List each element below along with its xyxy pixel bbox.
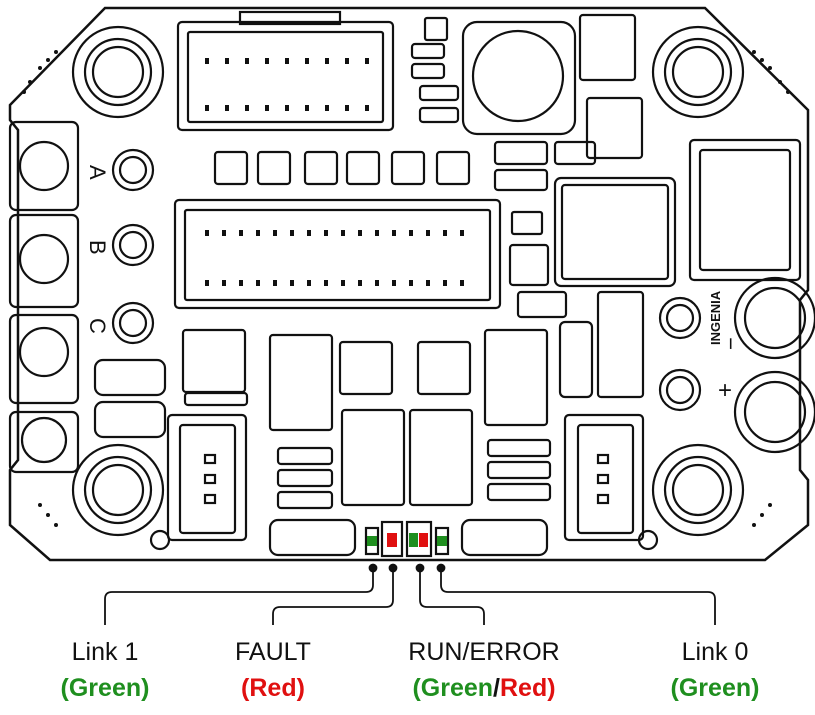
led-label-run-error: RUN/ERROR — [408, 638, 560, 666]
minus-symbol: − — [718, 337, 743, 350]
plus-symbol: + — [718, 377, 732, 404]
color-name: Green — [420, 674, 494, 702]
paren-close: ) — [547, 674, 556, 702]
brand-text: INGENIA — [708, 290, 723, 345]
motor-pads — [8, 120, 80, 474]
paren-open: ( — [412, 674, 421, 702]
power-holes — [658, 276, 815, 454]
led-color-run-error: (Green/Red) — [374, 674, 594, 703]
components-right — [508, 138, 802, 399]
paren-close: ) — [751, 674, 760, 702]
paren-open: ( — [241, 674, 250, 702]
led-label-link-0: Link 0 — [681, 638, 749, 666]
color-name-2: Red — [499, 674, 548, 702]
led-link-0 — [434, 526, 450, 556]
color-name: Green — [68, 674, 142, 702]
top-connector — [176, 10, 395, 132]
callout-lines — [104, 563, 716, 625]
bottom-connectors — [149, 413, 659, 551]
main-connector — [173, 198, 502, 310]
paren-close: ) — [296, 674, 305, 702]
phase-label-c: C — [85, 318, 110, 334]
components-middle — [93, 328, 552, 510]
phase-label-a: A — [85, 165, 110, 180]
mount-hole-top-right — [651, 25, 745, 119]
color-name: Red — [249, 674, 297, 702]
led-label-fault: FAULT — [235, 638, 311, 666]
paren-open: ( — [670, 674, 679, 702]
edge-dots — [22, 50, 790, 527]
phase-holes — [111, 148, 155, 345]
paren-open: ( — [60, 674, 69, 702]
led-label-link-1: Link 1 — [71, 638, 139, 666]
slash: / — [493, 674, 500, 702]
components-upper — [213, 13, 644, 192]
led-run-error — [405, 520, 433, 558]
led-fault — [380, 520, 404, 558]
led-link-1 — [364, 526, 380, 556]
color-name: Green — [678, 674, 752, 702]
paren-close: ) — [141, 674, 150, 702]
bottom-fuses — [268, 518, 549, 557]
mount-hole-bottom-left — [71, 443, 165, 537]
phase-label-b: B — [85, 240, 110, 255]
mount-hole-bottom-right — [651, 443, 745, 537]
led-color-link-0: (Green) — [645, 674, 785, 703]
led-color-link-1: (Green) — [35, 674, 175, 703]
mount-hole-top-left — [71, 25, 165, 119]
led-color-fault: (Red) — [213, 674, 333, 703]
